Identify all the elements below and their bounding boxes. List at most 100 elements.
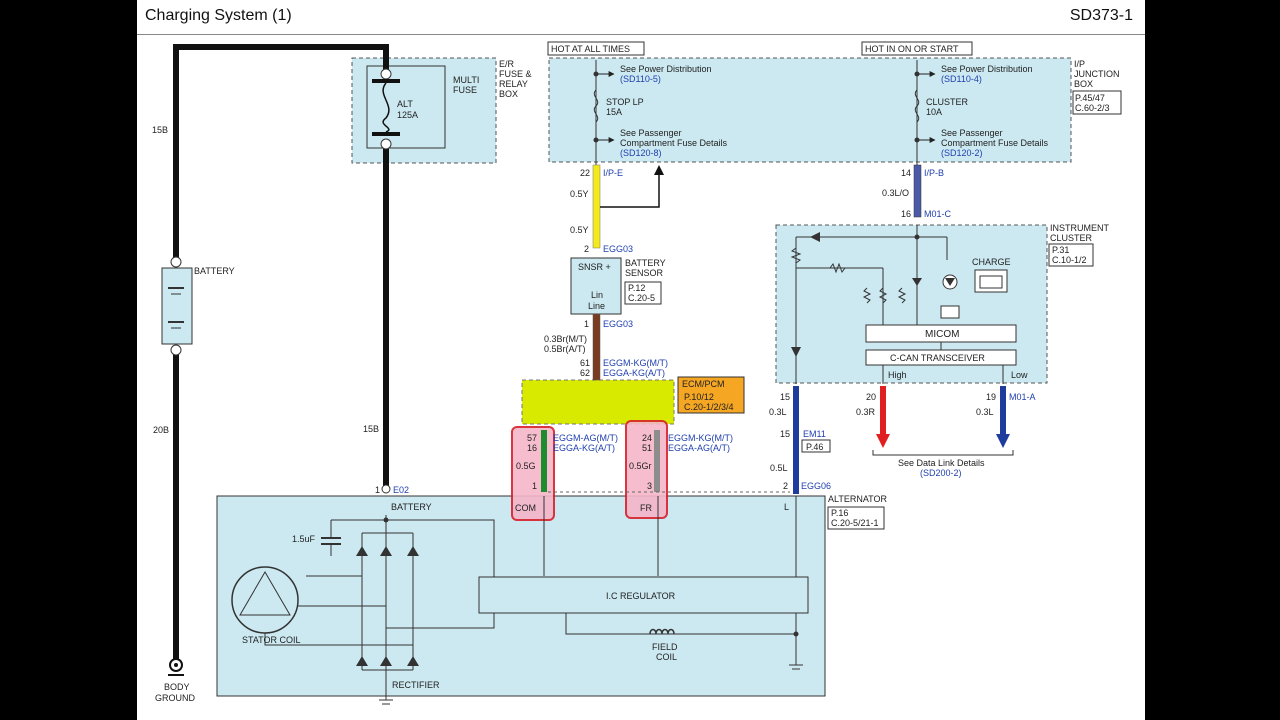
wire-03l: 0.3L (769, 407, 787, 417)
sensor-pin-2: 2 (584, 244, 589, 254)
ref-box (861, 41, 973, 56)
hot-at-all-times: HOT AT ALL TIMES (551, 44, 630, 54)
fuse-cluster: CLUSTER (926, 97, 969, 107)
hot-in-on-or-start: HOT IN ON OR START (865, 44, 959, 54)
alt-line (331, 519, 495, 629)
ref-box (624, 281, 662, 305)
alt-l-label: L (784, 502, 789, 512)
page-title: Charging System (1) (145, 7, 292, 24)
body-ground-label-2: GROUND (155, 693, 195, 703)
wire-03l-b: 0.3L (976, 407, 994, 417)
page-code: SD373-1 (1069, 7, 1133, 24)
sensor-ref-2: C.20-5 (628, 293, 655, 303)
conn-ip-e: I/P-E (603, 168, 623, 178)
wire-15b-right: 15B (363, 424, 379, 434)
ip-ref: C.60-2/3 (1075, 103, 1110, 113)
wire-branch-up (600, 172, 660, 208)
alt-fuse-label: 125A (397, 110, 418, 120)
sensor-conn-top: EGG03 (603, 244, 633, 254)
ecm-ref: P.10/12 (684, 392, 714, 402)
cluster-conn-low: M01-A (1009, 392, 1036, 402)
wire-blue-can-low (1000, 386, 1006, 436)
ecm-pin-61: 61 (580, 358, 590, 368)
arrow-down-icon (876, 434, 890, 448)
wire-05y-bot: 0.5Y (570, 225, 589, 235)
ecm-label-box (677, 376, 745, 414)
diode-icon (380, 656, 392, 666)
alt-battery-label: BATTERY (391, 502, 432, 512)
fuse-terminal-bottom (380, 138, 392, 150)
ecm-pin-16: 16 (527, 443, 537, 453)
ecm-conn-a1: EGGM-KG(M/T) (603, 358, 668, 368)
alt-pin-com: 1 (532, 481, 537, 491)
ecm-pin-51: 51 (642, 443, 652, 453)
regulator-label: I.C REGULATOR (606, 591, 676, 601)
battery-terminal-bottom (170, 344, 182, 356)
wire-05g: 0.5G (516, 461, 536, 471)
ecm-ref-2: C.20-1/2/3/4 (684, 402, 734, 412)
sensor-ref: P.12 (628, 283, 645, 293)
body-ground-label: BODY (164, 682, 190, 692)
resistor-icon (829, 262, 846, 274)
see-power-left: See Power Distribution (620, 64, 712, 74)
multi-fuse-label: FUSE (453, 85, 477, 95)
battery-warning-icon-inner (979, 275, 1003, 289)
battery-sensor-box (570, 257, 622, 315)
ref-box (1072, 90, 1122, 115)
resistor-icon (862, 287, 872, 304)
cluster-ref: P.31 (1052, 245, 1069, 255)
see-pass-right: See Passenger (941, 128, 1003, 138)
ecm-pin-24: 24 (642, 433, 652, 443)
wire-05y-top: 0.5Y (570, 189, 589, 199)
see-pass-left: See Passenger (620, 128, 682, 138)
alt-pin-fr: 3 (647, 481, 652, 491)
pin-22: 22 (580, 168, 590, 178)
cluster-pin-16: 16 (901, 209, 911, 219)
data-link-ref[interactable]: (SD200-2) (920, 468, 962, 478)
ip-ref: P.45/47 (1075, 93, 1105, 103)
diode-icon (791, 347, 801, 357)
see-pass-left-ref[interactable]: (SD120-8) (620, 148, 662, 158)
diode-icon (380, 546, 392, 556)
node-dot (914, 137, 920, 143)
fuse-cluster-amp: 10A (926, 107, 942, 117)
header: Charging System (1) SD373-1 (137, 0, 1145, 35)
multi-fuse-label: MULTI (453, 75, 479, 85)
er-fuse-box (351, 57, 497, 164)
cluster-pin-20: 20 (866, 392, 876, 402)
ecm-conn-c2: EGGA-AG(A/T) (668, 443, 730, 453)
em11-pin: 15 (780, 429, 790, 439)
sensor-conn-bot: EGG03 (603, 319, 633, 329)
wire-yellow (592, 164, 601, 249)
see-pass-right-ref[interactable]: (SD120-2) (941, 148, 983, 158)
cluster-pin-15: 15 (780, 392, 790, 402)
stator-coil-winding (239, 571, 291, 616)
alt-pin-batt: 1 (375, 485, 380, 495)
field-coil-icon (649, 628, 675, 635)
ccan-label: C-CAN TRANSCEIVER (890, 353, 985, 363)
em11-ref: P.46 (806, 442, 823, 452)
cluster-conn-top: M01-C (924, 209, 952, 219)
ecm-box (521, 379, 675, 425)
multi-fuse-box (366, 65, 446, 149)
resistor-icon (878, 287, 888, 304)
ip-title: JUNCTION (1074, 69, 1120, 79)
see-power-left-ref[interactable]: (SD110-5) (620, 74, 661, 84)
sensor-title: BATTERY (625, 258, 666, 268)
sensor-title-2: SENSOR (625, 268, 664, 278)
ref-box (1048, 243, 1094, 267)
resistor-icon (790, 247, 802, 264)
see-power-right-ref[interactable]: (SD110-4) (941, 74, 982, 84)
sensor-snsr: SNSR + (578, 262, 611, 272)
alt-line (565, 613, 796, 635)
alt-fuse-label: ALT (397, 99, 413, 109)
ip-junction-box (548, 57, 1072, 163)
wire-gray (654, 430, 660, 492)
battery-label: BATTERY (194, 266, 235, 276)
arrow-down-icon (996, 434, 1010, 448)
stator-label: STATOR COIL (242, 635, 301, 645)
diode-icon (810, 232, 820, 242)
fuse-terminal-top (380, 68, 392, 80)
conn-ip-b: I/P-B (924, 168, 944, 178)
